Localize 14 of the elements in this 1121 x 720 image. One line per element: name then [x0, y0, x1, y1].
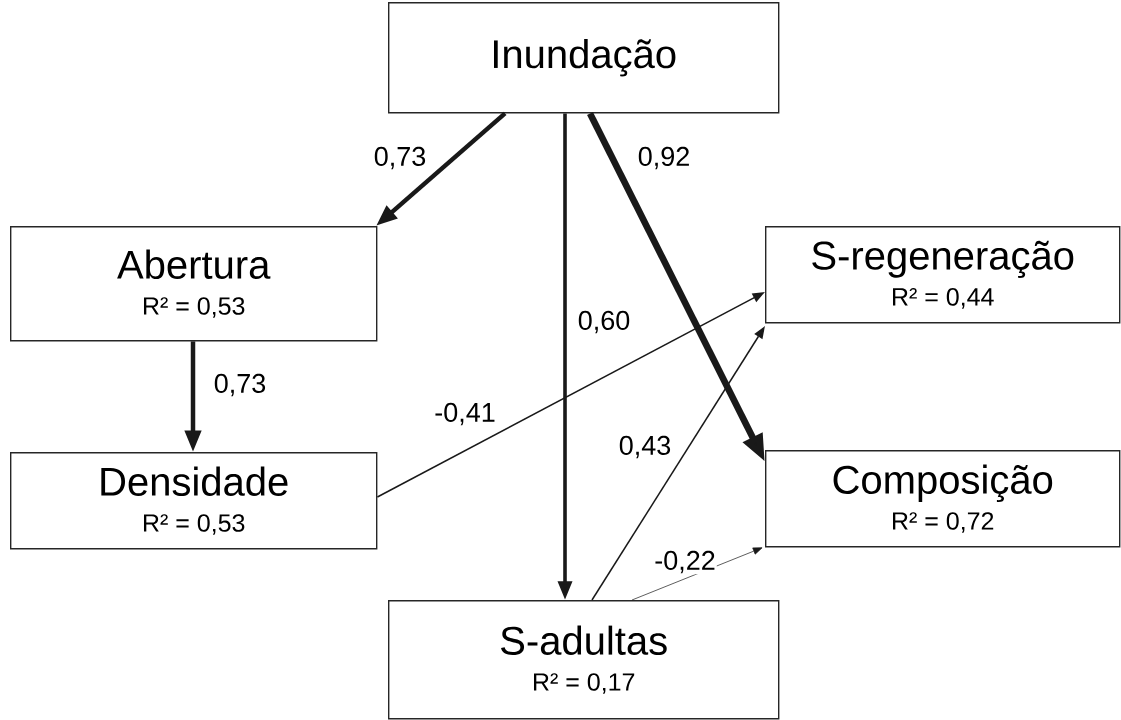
variable-box: Abertura R² = 0,53	[10, 226, 378, 342]
variable-box: S-regeneração R² = 0,44	[765, 226, 1121, 324]
variable-box: Densidade R² = 0,53	[10, 452, 378, 550]
edge-label: 0,73	[372, 145, 428, 171]
edge-label: 0,60	[576, 309, 632, 335]
variable-box: S-adultas R² = 0,17	[388, 600, 780, 720]
variable-box: Inundação	[388, 2, 780, 114]
edge-label: 0,92	[636, 145, 692, 171]
arrow	[631, 547, 763, 601]
edge-label: 0,43	[617, 434, 673, 460]
edge-label: 0,73	[212, 372, 268, 398]
edge-label: -0,41	[433, 401, 497, 427]
variable-box: Composição R² = 0,72	[765, 450, 1121, 548]
edge-label: -0,22	[653, 549, 717, 575]
